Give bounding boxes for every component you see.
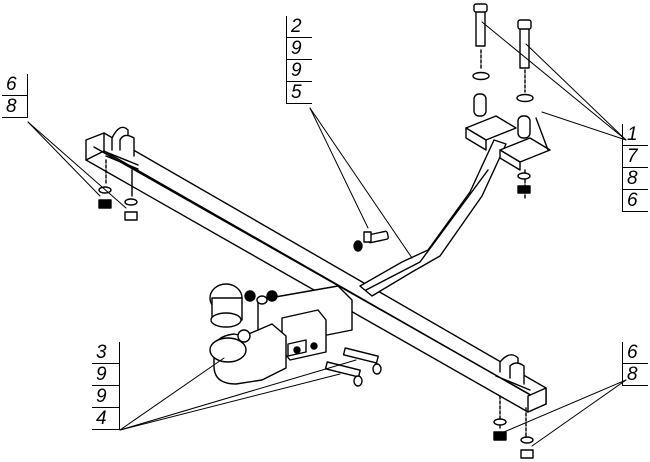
callout-part-number: 9 [286, 38, 312, 60]
tow-ball-assembly [209, 283, 353, 385]
callout-part-number: 9 [286, 60, 312, 82]
callout-bottom-right: 6 8 [622, 342, 648, 386]
callout-top-center: 2 9 9 5 [286, 16, 312, 104]
callout-part-number: 8 [622, 364, 648, 386]
callout-part-number: 2 [286, 16, 312, 38]
center-bolt [353, 230, 389, 252]
callout-part-number: 6 [2, 74, 28, 96]
callout-part-number: 7 [622, 146, 648, 168]
left-fasteners [98, 159, 138, 221]
cross-beam [85, 132, 547, 413]
right-mount-bracket [495, 354, 531, 391]
callout-part-number: 5 [286, 82, 312, 104]
right-bottom-fasteners [493, 395, 534, 459]
callout-part-number: 4 [92, 408, 120, 430]
callout-part-number: 1 [622, 124, 648, 146]
callout-part-number: 9 [92, 386, 120, 408]
callout-part-number: 6 [622, 342, 648, 364]
top-bolts [472, 3, 534, 199]
left-mount-bracket [105, 126, 139, 170]
callout-top-left: 6 8 [2, 74, 28, 118]
callout-part-number: 8 [622, 168, 648, 190]
callout-part-number: 3 [92, 342, 120, 364]
diagonal-support-arm [359, 139, 507, 297]
callout-part-number: 8 [2, 96, 28, 118]
callout-bottom-left: 3 9 9 4 [92, 342, 120, 430]
leader-lines [27, 21, 627, 447]
callout-top-right: 1 7 8 6 [622, 124, 648, 212]
lower-bolts [324, 347, 382, 387]
callout-part-number: 6 [622, 190, 648, 212]
callout-part-number: 9 [92, 364, 120, 386]
upper-mount-plates [465, 93, 551, 171]
